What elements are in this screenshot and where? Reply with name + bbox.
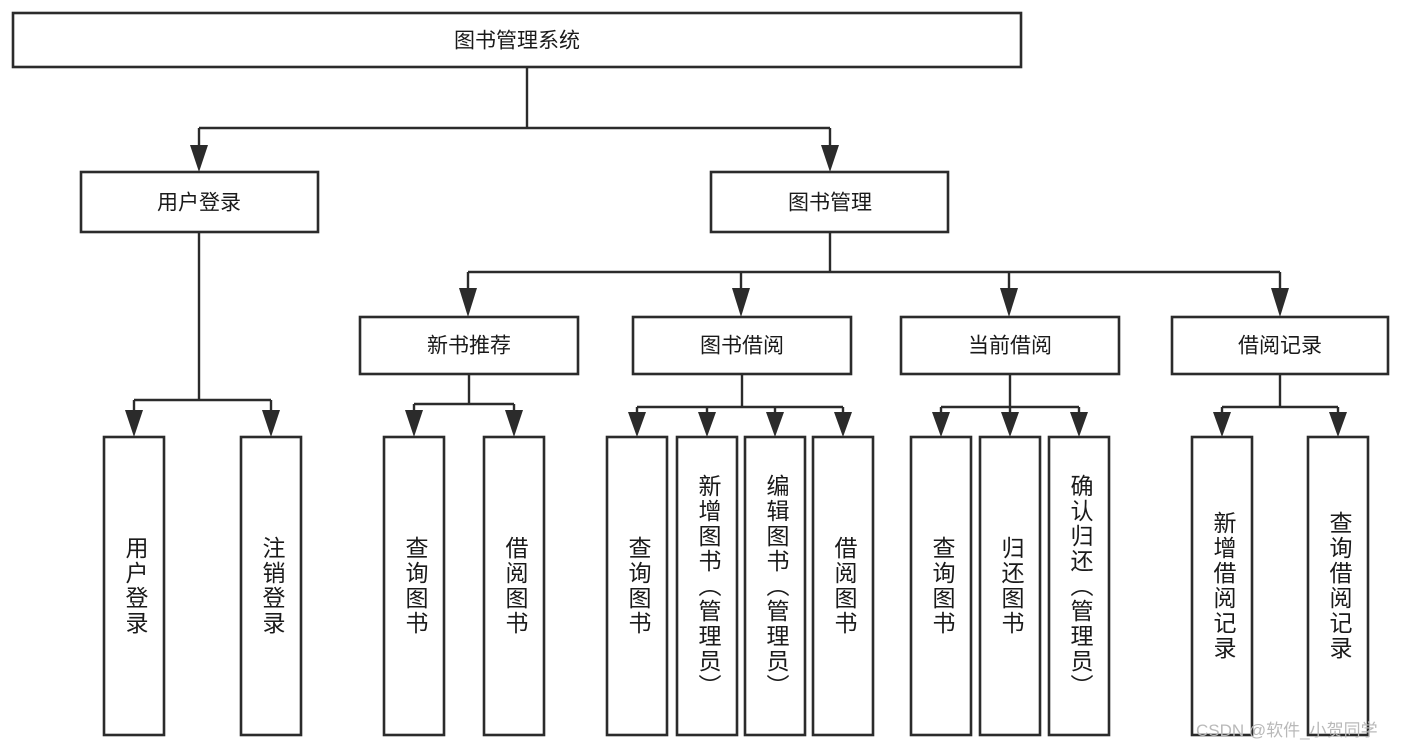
arrow-head-icon — [1213, 412, 1231, 437]
arrow-head-icon — [698, 412, 716, 437]
arrow-head-icon — [628, 412, 646, 437]
leaf-box-user-login[interactable] — [102, 435, 166, 737]
leaf-box-query-book-bb[interactable] — [605, 435, 669, 737]
arrow-head-icon — [1329, 412, 1347, 437]
leaf-box-logout[interactable] — [239, 435, 303, 737]
arrow-head-icon — [1070, 412, 1088, 437]
arrow-head-icon — [505, 410, 523, 437]
leaf-box-add-borrow-record[interactable] — [1190, 435, 1254, 737]
leaf-box-query-borrow-record[interactable] — [1306, 435, 1370, 737]
leaf-box-edit-book-admin[interactable] — [743, 435, 807, 737]
node-book-borrow-label: 图书借阅 — [700, 335, 784, 358]
leaf-box-query-book-nbr[interactable] — [382, 435, 446, 737]
arrow-head-icon — [190, 145, 208, 172]
leaf-box-return-book[interactable] — [978, 435, 1042, 737]
node-current-borrow-box[interactable] — [899, 315, 1121, 376]
node-book-borrow-box[interactable] — [631, 315, 853, 376]
leaf-box-borrow-book-bb[interactable] — [811, 435, 875, 737]
leaf-box-confirm-return-admin[interactable] — [1047, 435, 1111, 737]
arrow-head-icon — [732, 288, 750, 317]
arrow-head-icon — [834, 412, 852, 437]
node-new-book-recommend-label: 新书推荐 — [427, 335, 511, 358]
arrow-head-icon — [1001, 412, 1019, 437]
leaf-box-query-book-cb[interactable] — [909, 435, 973, 737]
leaf-box-borrow-book-nbr[interactable] — [482, 435, 546, 737]
arrow-head-icon — [405, 410, 423, 437]
leaf-box-add-book-admin[interactable] — [675, 435, 739, 737]
node-root-label: 图书管理系统 — [454, 30, 580, 53]
arrow-head-icon — [1000, 288, 1018, 317]
node-book-management-label: 图书管理 — [788, 192, 872, 215]
node-current-borrow-label: 当前借阅 — [968, 335, 1052, 358]
arrow-head-icon — [262, 410, 280, 437]
arrow-head-icon — [932, 412, 950, 437]
node-new-book-recommend-box[interactable] — [358, 315, 580, 376]
arrow-head-icon — [125, 410, 143, 437]
node-user-login-label: 用户登录 — [157, 192, 241, 215]
node-borrow-record-box[interactable] — [1170, 315, 1390, 376]
arrow-head-icon — [766, 412, 784, 437]
arrow-head-icon — [459, 288, 477, 317]
node-root-box[interactable] — [11, 11, 1023, 69]
node-book-management-box[interactable] — [709, 170, 950, 234]
node-borrow-record-label: 借阅记录 — [1238, 335, 1322, 358]
arrow-head-icon — [1271, 288, 1289, 317]
watermark-text: CSDN @软件_小贺同学 — [1196, 721, 1378, 740]
arrow-head-icon — [821, 145, 839, 172]
